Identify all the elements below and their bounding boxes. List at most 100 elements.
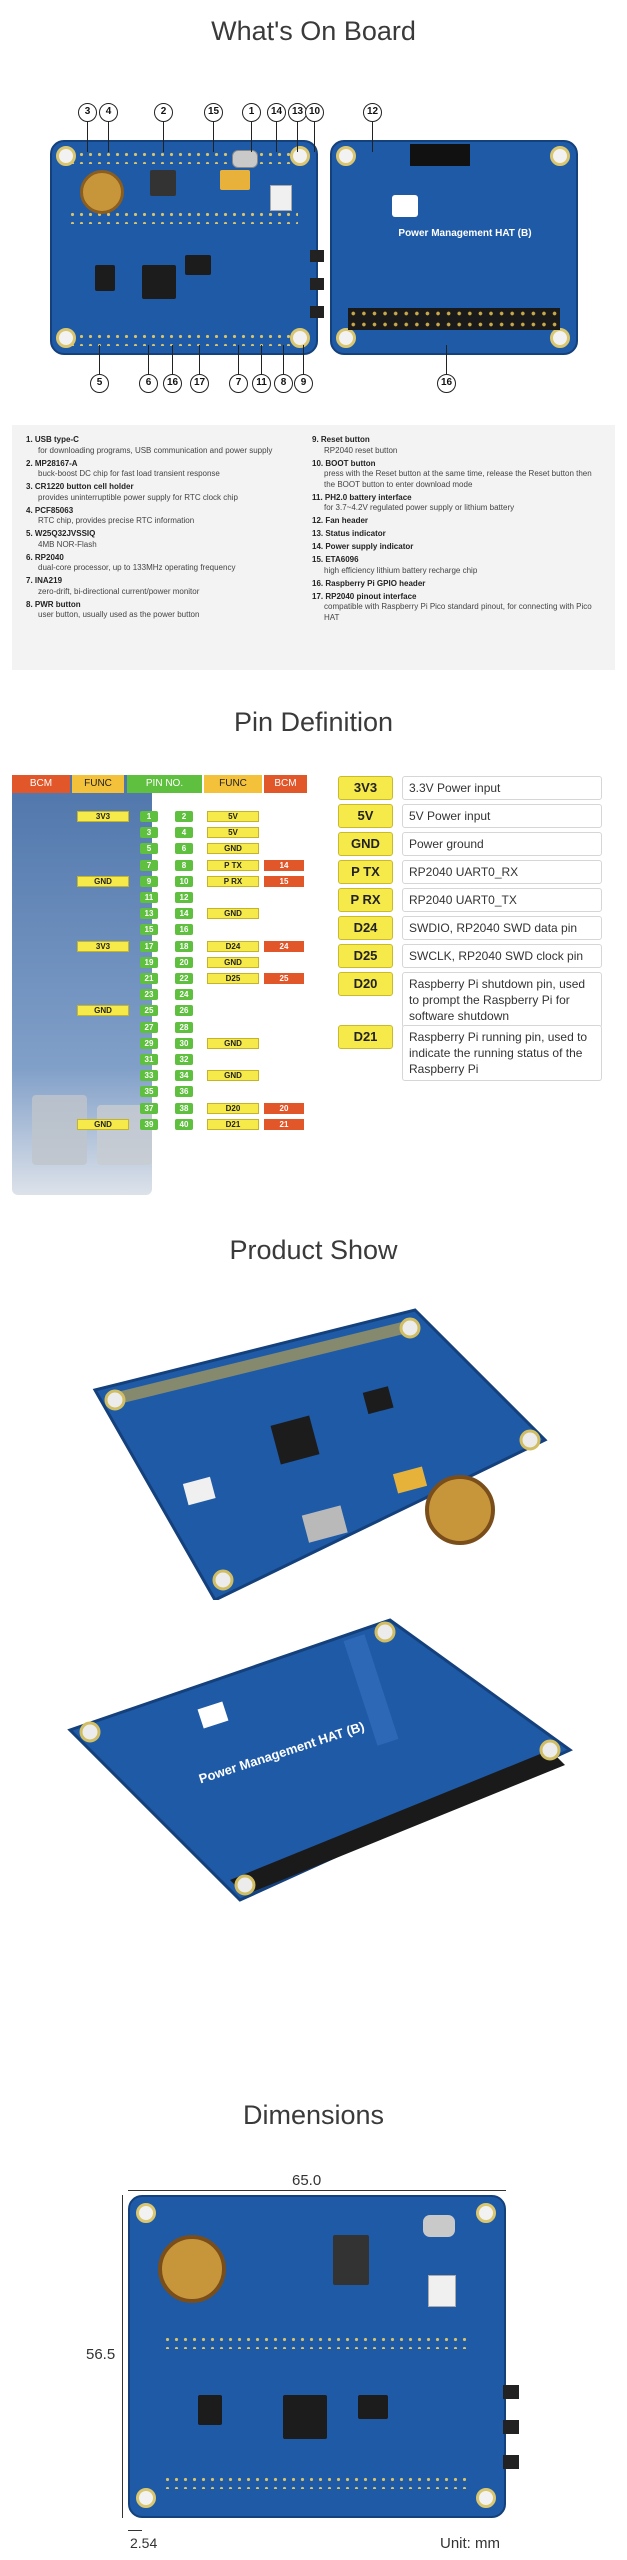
dim-pitch-label: 2.54 — [130, 2535, 158, 2551]
pin-board-usb — [32, 1095, 87, 1165]
feature-item: 14. Power supply indicator — [312, 542, 592, 553]
feature-title: 13. Status indicator — [312, 529, 386, 538]
pin-number: 1 — [140, 811, 158, 822]
coin-cell-holder — [80, 170, 124, 214]
pin-number: 10 — [175, 875, 193, 887]
pin-func-right: 5V — [207, 811, 259, 822]
pin-header-func: FUNC — [72, 775, 124, 793]
callout-top-12: 12 — [363, 103, 382, 122]
legend-value: 3.3V Power input — [402, 776, 602, 800]
board-title: Power Management HAT (B) — [398, 228, 532, 239]
legend-key: D25 — [338, 944, 393, 968]
feature-title: 11. PH2.0 battery interface — [312, 492, 412, 502]
pin-number: 2 — [175, 811, 193, 822]
feature-title: 9. Reset button — [312, 435, 370, 444]
feature-title: 6. RP2040 — [26, 552, 64, 562]
pin-number: 19 — [140, 956, 158, 968]
feature-item: 16. Raspberry Pi GPIO header — [312, 579, 592, 590]
pin-number: 26 — [175, 1005, 193, 1017]
pin-number: 9 — [140, 875, 158, 887]
rp2040-chip — [142, 265, 176, 299]
feature-desc: dual-core processor, up to 133MHz operat… — [38, 563, 236, 572]
feature-item: 13. Status indicator — [312, 529, 592, 540]
pin-number: 21 — [140, 973, 158, 984]
pin-func-left: 3V3 — [77, 940, 129, 952]
pin-number: 6 — [175, 843, 193, 855]
pin-func-left: GND — [77, 1005, 129, 1017]
pin-func-right: D24 — [207, 940, 259, 952]
pin-bcm-right: 14 — [264, 859, 304, 871]
section-title-onboard: What's On Board — [211, 16, 416, 46]
pin-row: 25 26 GND — [12, 1005, 307, 1017]
legend-key: P RX — [338, 888, 393, 912]
pin-func-right: P RX — [207, 875, 259, 887]
callout-bottom-5: 5 — [90, 374, 109, 393]
dim-width-label: 65.0 — [292, 2172, 322, 2189]
legend-key: D24 — [338, 916, 393, 940]
brand-logo — [392, 195, 418, 217]
feature-title: 16. Raspberry Pi GPIO header — [312, 578, 426, 588]
dim-width-line — [128, 2190, 506, 2191]
callout-leader — [199, 345, 200, 374]
callout-bottom-16: 16 — [163, 374, 182, 393]
feature-title: 14. Power supply indicator — [312, 542, 414, 551]
pin-number: 39 — [140, 1118, 158, 1130]
legend-key: P TX — [338, 860, 393, 884]
pin-func-right: GND — [207, 1070, 259, 1082]
callout-leader — [87, 122, 88, 152]
pin-number: 25 — [140, 1005, 158, 1017]
dim-unit-label: Unit: mm — [440, 2535, 500, 2552]
pin-number: 14 — [175, 908, 193, 920]
pin-bcm-right: 25 — [264, 973, 304, 984]
feature-title: 15. ETA6096 — [312, 555, 359, 564]
callout-leader — [314, 122, 315, 152]
pin-number: 35 — [140, 1086, 158, 1098]
callout-top-4: 4 — [99, 103, 118, 122]
callout-leader — [172, 345, 173, 374]
callout-top-1: 1 — [242, 103, 261, 122]
legend-value: 5V Power input — [402, 804, 602, 828]
callout-leader — [99, 345, 100, 374]
pin-number: 23 — [140, 989, 158, 1001]
pin-number: 8 — [175, 859, 193, 871]
pin-number: 28 — [175, 1021, 193, 1033]
legend-key: D20 — [338, 972, 393, 996]
callout-leader — [283, 345, 284, 374]
feature-desc: RP2040 reset button — [324, 445, 398, 455]
pin-number: 17 — [140, 940, 158, 952]
callout-leader — [148, 345, 149, 374]
legend-value: Raspberry Pi running pin, used to indica… — [402, 1025, 602, 1081]
pin-bcm-right: 15 — [264, 875, 304, 887]
pin-func-left: 3V3 — [77, 811, 129, 822]
pin-func-right: D25 — [207, 973, 259, 984]
pin-bcm-right: 21 — [264, 1118, 304, 1130]
feature-title: 7. INA219 — [26, 576, 63, 585]
legend-value: SWCLK, RP2040 SWD clock pin — [402, 944, 602, 968]
pin-number: 33 — [140, 1070, 158, 1082]
pin-number: 12 — [175, 892, 193, 903]
pin-number: 15 — [140, 924, 158, 936]
legend-value: RP2040 UART0_RX — [402, 860, 602, 884]
pin-bcm-right: 24 — [264, 940, 304, 952]
dim-height-label: 56.5 — [86, 2346, 116, 2363]
legend-value: RP2040 UART0_TX — [402, 888, 602, 912]
pin-number: 4 — [175, 827, 193, 839]
pin-func-right: GND — [207, 843, 259, 855]
pin-number: 18 — [175, 940, 193, 952]
pin-number: 32 — [175, 1054, 193, 1065]
